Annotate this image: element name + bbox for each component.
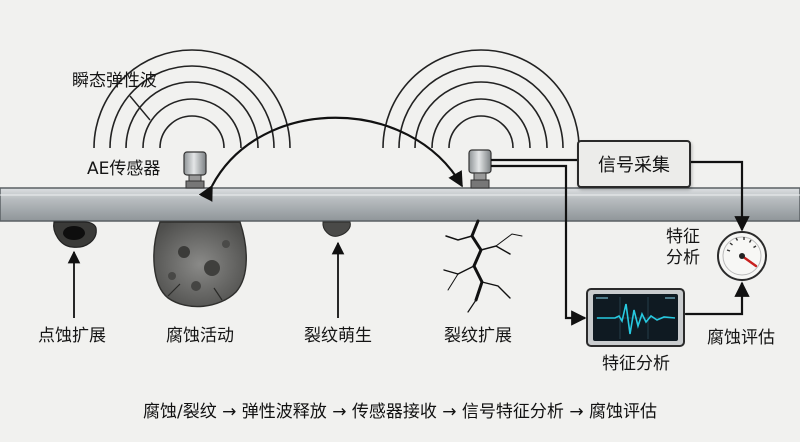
gauge-label-line2: 分析 bbox=[666, 248, 700, 269]
analysis-gauge bbox=[717, 231, 767, 281]
feature-analysis-screen bbox=[586, 288, 685, 347]
ae-sensor-label: AE传感器 bbox=[87, 159, 161, 179]
pitting-defect bbox=[53, 221, 97, 248]
defect-label-corrosion-activity: 腐蚀活动 bbox=[166, 326, 234, 346]
flow-step: 弹性波释放 bbox=[241, 402, 327, 422]
gauge-label-line1: 特征 bbox=[666, 227, 700, 247]
flow-arrow: → bbox=[569, 402, 584, 422]
analyzer-gauge-link-arrow bbox=[672, 281, 750, 322]
signal-waveform bbox=[597, 303, 676, 335]
flow-step: 腐蚀评估 bbox=[588, 402, 657, 422]
cable-to-analyzer bbox=[491, 164, 587, 326]
elastic-wave-label: 瞬态弹性波 bbox=[72, 71, 157, 91]
flow-step: 信号特征分析 bbox=[461, 402, 564, 422]
corrosion-assessment-label: 腐蚀评估 bbox=[707, 328, 775, 348]
wave-arcs-right bbox=[382, 49, 580, 149]
wave-propagation-arrow bbox=[198, 116, 463, 202]
crack-propagation-defect bbox=[443, 219, 523, 313]
defect-label-crack-initiation: 裂纹萌生 bbox=[304, 326, 372, 346]
corrosion-activity-defect bbox=[153, 221, 247, 308]
defect-label-arrows bbox=[67, 241, 345, 318]
flow-step: 传感器接收 bbox=[351, 402, 437, 422]
acquisition-to-gauge-arrow bbox=[687, 160, 750, 232]
crack-initiation-defect bbox=[322, 221, 351, 237]
wave-arcs-left bbox=[93, 49, 291, 149]
wave-label-pointer bbox=[129, 95, 151, 121]
ae-sensor-right bbox=[468, 149, 492, 189]
defect-label-crack-propagation: 裂纹扩展 bbox=[444, 326, 512, 346]
flow-arrow: → bbox=[222, 402, 237, 422]
screen-feature-analysis-label: 特征分析 bbox=[602, 354, 670, 374]
signal-acquisition-box: 信号采集 bbox=[577, 140, 691, 188]
process-flow: 腐蚀/裂纹 → 弹性波释放 → 传感器接收 → 信号特征分析 → 腐蚀评估 bbox=[0, 397, 800, 422]
steel-plate bbox=[0, 187, 800, 222]
flow-step: 腐蚀/裂纹 bbox=[143, 402, 217, 422]
ae-sensor-left bbox=[183, 151, 207, 189]
flow-arrow: → bbox=[442, 402, 457, 422]
defect-label-pitting: 点蚀扩展 bbox=[38, 326, 106, 346]
flow-arrow: → bbox=[332, 402, 347, 422]
gauge-feature-analysis-label: 特征 分析 bbox=[666, 227, 700, 270]
